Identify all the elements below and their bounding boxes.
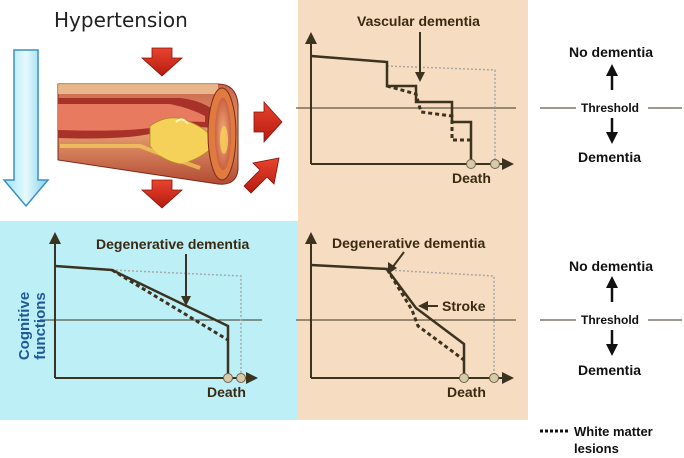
degenerative-dementia-label-mixed: Degenerative dementia	[332, 235, 486, 251]
scale-bottom-arrows	[540, 276, 682, 356]
peach-panel	[298, 0, 528, 420]
cognitive-functions-label: Cognitive functions	[16, 291, 49, 361]
red-arrow-top-icon	[140, 47, 184, 77]
death-label-bottom: Death	[447, 384, 486, 400]
death-label-top: Death	[452, 170, 491, 186]
graph-vascular	[296, 32, 516, 170]
red-arrow-bottom-icon	[140, 179, 184, 209]
cognitive-decline-arrow	[2, 49, 50, 208]
dementia-label-bottom: Dementia	[578, 362, 642, 378]
degenerative-dementia-label: Degenerative dementia	[96, 236, 250, 252]
artery-illustration	[57, 83, 239, 185]
scale-top-arrows	[540, 64, 682, 144]
red-arrow-right-icon	[253, 100, 283, 144]
graph-mixed	[296, 232, 516, 384]
graph-degenerative	[40, 232, 262, 384]
dementia-label-top: Dementia	[578, 149, 642, 165]
stroke-label: Stroke	[442, 298, 486, 314]
threshold-label-top: Threshold	[581, 101, 640, 115]
threshold-label-bottom: Threshold	[581, 313, 640, 327]
death-label-left: Death	[207, 384, 246, 400]
red-arrow-diagonal-icon	[243, 157, 280, 194]
legend-white-matter-label: White matter lesions	[574, 424, 653, 456]
no-dementia-label-top: No dementia	[569, 44, 654, 60]
vascular-dementia-label: Vascular dementia	[357, 13, 480, 29]
hypertension-title: Hypertension	[54, 8, 188, 32]
no-dementia-label-bottom: No dementia	[569, 258, 654, 274]
